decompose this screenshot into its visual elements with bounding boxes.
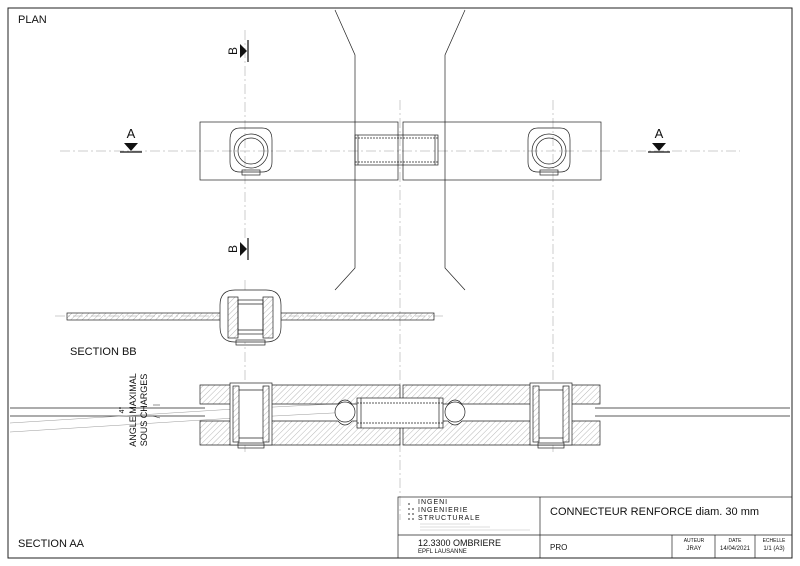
marker-b-label-top: B bbox=[226, 47, 240, 55]
plan-ring-right bbox=[527, 127, 571, 176]
section-marker-b-bottom: B bbox=[226, 238, 249, 260]
date-value: 14/04/2021 bbox=[719, 546, 751, 552]
marker-a-label-right: A bbox=[655, 126, 664, 141]
section-marker-a-right: A bbox=[648, 126, 670, 153]
section-marker-a-left: A bbox=[120, 126, 142, 153]
author-label: AUTEUR bbox=[683, 538, 705, 544]
plan-bar-left bbox=[199, 121, 399, 181]
angle-annotation: 4° ANGLE MAXIMAL SOUS CHARGES bbox=[118, 373, 161, 447]
author-value: JRAY bbox=[686, 546, 702, 552]
bb-ring bbox=[219, 289, 282, 346]
plan-sleeve bbox=[354, 134, 439, 166]
client-name: EPFL LAUSANNE bbox=[418, 549, 467, 555]
title-block bbox=[397, 496, 793, 559]
company-name-line2: INGENIERIE bbox=[418, 507, 469, 514]
aa-sleeve bbox=[356, 397, 444, 429]
project-number: 12.3300 OMBRIERE bbox=[418, 538, 502, 548]
angle-line1: ANGLE MAXIMAL bbox=[128, 373, 138, 447]
marker-a-label-left: A bbox=[127, 126, 136, 141]
section-bb-view bbox=[55, 289, 445, 346]
section-aa-label: SECTION AA bbox=[18, 538, 85, 550]
plate-outline-left bbox=[334, 9, 356, 291]
plan-bar-right bbox=[402, 121, 602, 181]
plan-view bbox=[60, 9, 740, 520]
angle-value: 4° bbox=[118, 406, 126, 413]
scale-label: ECHELLE bbox=[762, 538, 786, 544]
company-name-line1: INGENI bbox=[418, 499, 449, 506]
plan-ring-left bbox=[229, 127, 273, 176]
angle-line2: SOUS CHARGES bbox=[139, 374, 149, 447]
company-logo-icon bbox=[408, 503, 414, 520]
company-name-line3: STRUCTURALE bbox=[418, 515, 481, 522]
scale-value: 1/1 (A3) bbox=[763, 546, 785, 552]
section-aa-view bbox=[9, 382, 790, 449]
date-label: DATE bbox=[728, 538, 742, 544]
plan-label: PLAN bbox=[18, 14, 47, 26]
section-marker-b-top: B bbox=[226, 40, 249, 62]
aa-ring-left bbox=[229, 382, 273, 449]
plate-outline-right bbox=[444, 9, 466, 291]
phase: PRO bbox=[550, 543, 568, 552]
section-bb-label: SECTION BB bbox=[70, 346, 137, 358]
aa-ring-right bbox=[529, 382, 573, 449]
drawing-title: CONNECTEUR RENFORCE diam. 30 mm bbox=[550, 506, 760, 518]
marker-b-label-bottom: B bbox=[226, 245, 240, 253]
